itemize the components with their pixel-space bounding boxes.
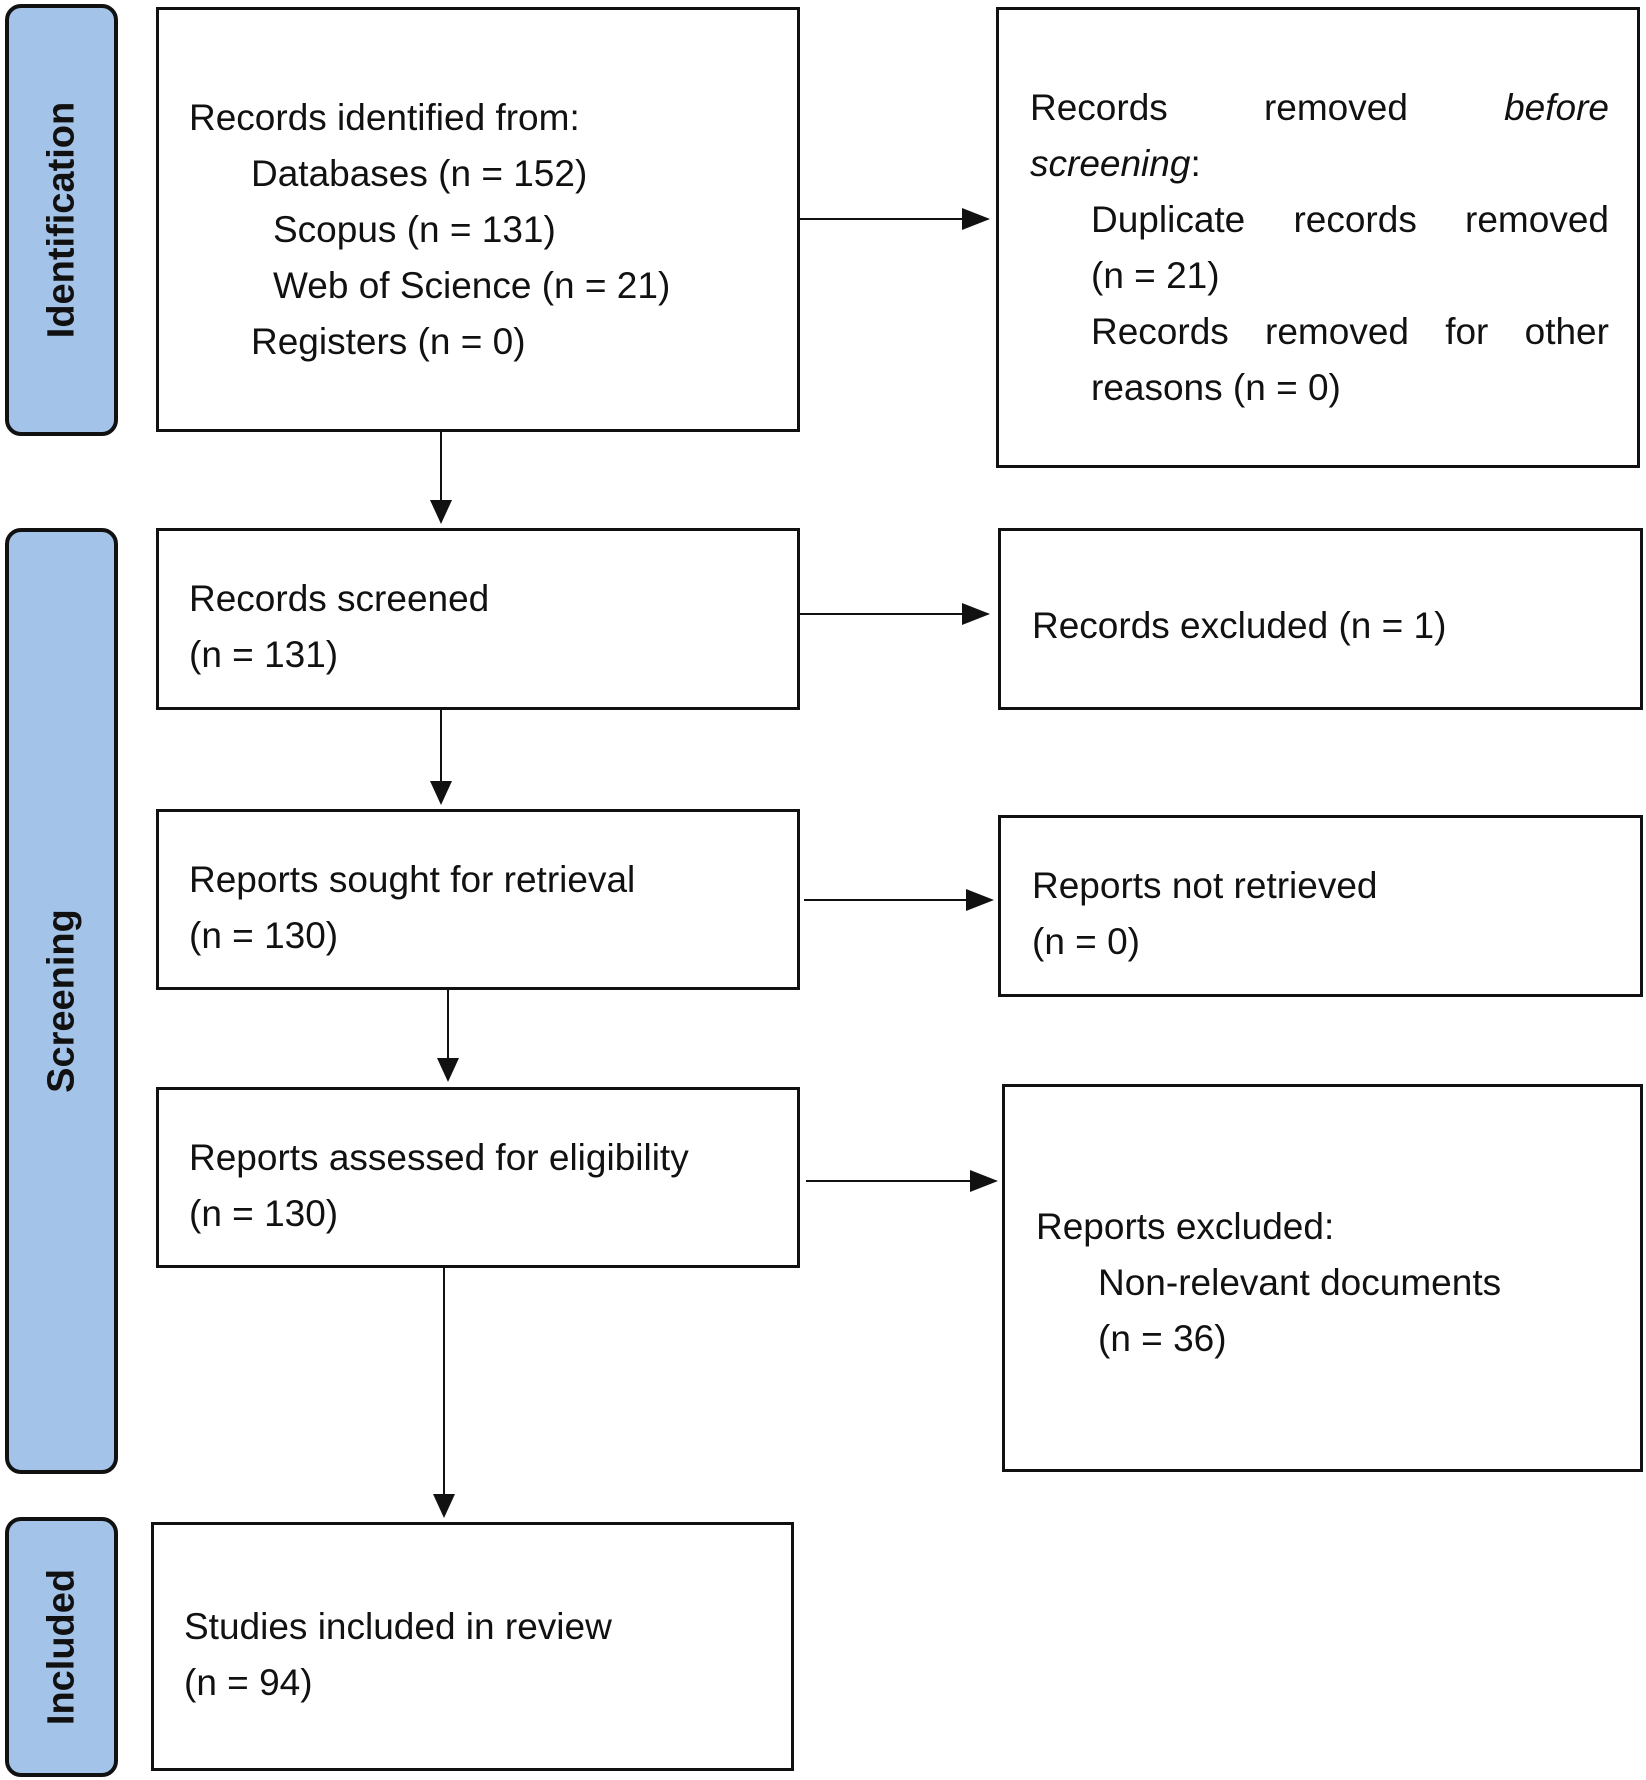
phase-screening-bar: Screening [5, 528, 118, 1474]
records-screened-box: Records screened (n = 131) [156, 528, 800, 710]
duplicates-count: (n = 21) [1091, 255, 1220, 296]
records-identified-box: Records identified from: Databases (n = … [156, 7, 800, 432]
duplicate-records-word: records [1293, 199, 1417, 240]
other-reasons-count: reasons (n = 0) [1091, 367, 1341, 408]
arrowhead-excluded [962, 603, 990, 625]
phase-identification-bar: Identification [5, 4, 118, 436]
duplicate-word: Duplicate [1091, 199, 1246, 240]
removed-heading-line: Records removed before [1030, 80, 1609, 136]
scopus-count: Scopus (n = 131) [273, 209, 556, 250]
other-word-other: other [1524, 311, 1609, 352]
records-removed-box: Records removed before screening: Duplic… [996, 7, 1640, 468]
reports-sought-label: Reports sought for retrieval [189, 859, 636, 900]
non-relevant-count: (n = 36) [1098, 1318, 1227, 1359]
studies-included-box: Studies included in review (n = 94) [151, 1522, 794, 1771]
arrowhead-sought [430, 781, 452, 805]
records-excluded-label: Records excluded (n = 1) [1032, 605, 1447, 646]
databases-count: Databases (n = 152) [251, 153, 588, 194]
reports-excluded-label: Reports excluded: [1036, 1206, 1335, 1247]
removed-colon: : [1190, 143, 1201, 184]
arrowhead-screened [430, 500, 452, 524]
other-word-records: Records [1091, 311, 1229, 352]
other-word-removed: removed [1265, 311, 1409, 352]
reports-assessed-label: Reports assessed for eligibility [189, 1137, 689, 1178]
removed-word-records: Records [1030, 87, 1168, 128]
phase-included-bar: Included [5, 1517, 118, 1777]
reports-assessed-count: (n = 130) [189, 1193, 339, 1234]
arrowhead-removed [962, 208, 990, 230]
removed-word-removed: removed [1263, 87, 1408, 128]
reports-not-retrieved-count: (n = 0) [1032, 921, 1140, 962]
non-relevant-label: Non-relevant documents [1098, 1262, 1502, 1303]
records-excluded-box: Records excluded (n = 1) [998, 528, 1643, 710]
reports-sought-count: (n = 130) [189, 915, 339, 956]
studies-included-label: Studies included in review [184, 1606, 612, 1647]
records-screened-count: (n = 131) [189, 634, 339, 675]
arrowhead-assessed [437, 1058, 459, 1082]
reports-not-retrieved-label: Reports not retrieved [1032, 865, 1378, 906]
removed-word-screening: screening [1030, 143, 1191, 184]
arrowhead-reports-excluded [970, 1170, 998, 1192]
records-identified-title: Records identified from: [189, 97, 580, 138]
registers-count: Registers (n = 0) [251, 321, 526, 362]
arrowhead-not-retrieved [966, 889, 994, 911]
duplicates-line: Duplicate records removed [1091, 192, 1609, 248]
arrowhead-included [433, 1494, 455, 1518]
other-word-for: for [1445, 311, 1489, 352]
studies-included-count: (n = 94) [184, 1662, 313, 1703]
removed-word-before: before [1504, 87, 1609, 128]
reports-not-retrieved-box: Reports not retrieved (n = 0) [998, 815, 1643, 997]
records-screened-label: Records screened [189, 578, 490, 619]
duplicate-removed-word: removed [1465, 199, 1609, 240]
other-reasons-line: Records removed for other [1091, 304, 1609, 360]
reports-excluded-box: Reports excluded: Non-relevant documents… [1002, 1084, 1643, 1472]
reports-assessed-box: Reports assessed for eligibility (n = 13… [156, 1087, 800, 1268]
web-of-science-count: Web of Science (n = 21) [273, 265, 671, 306]
reports-sought-box: Reports sought for retrieval (n = 130) [156, 809, 800, 990]
removed-heading-line2: screening: [1030, 136, 1201, 192]
